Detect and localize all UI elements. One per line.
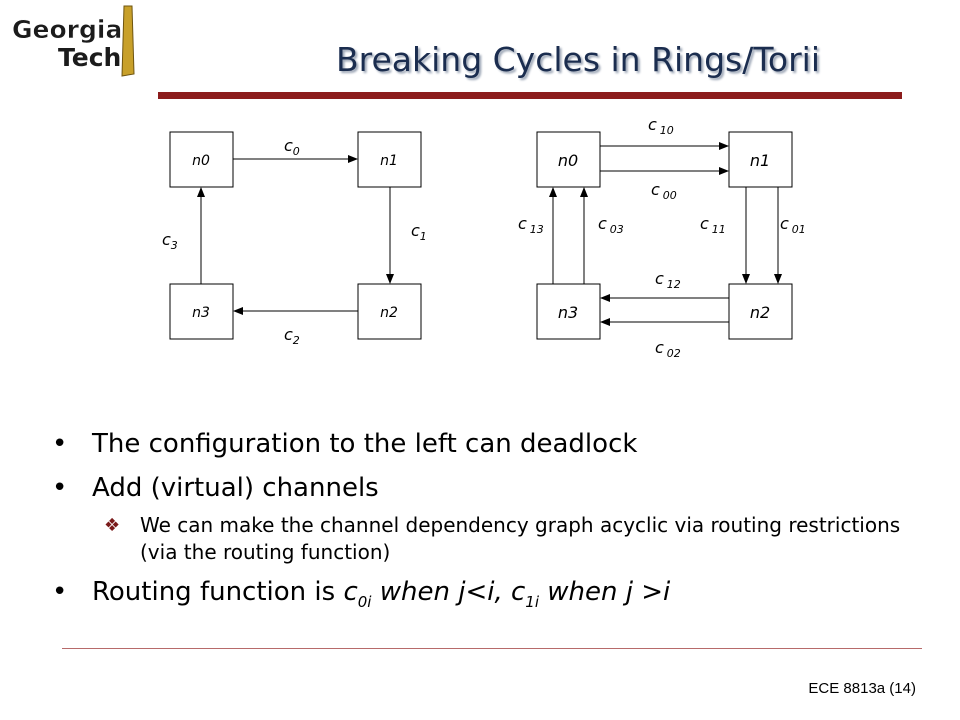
title-rule: [158, 92, 902, 99]
footer-rule: [62, 648, 922, 649]
right-node-n3: [536, 283, 601, 340]
routing-sub-a: 0i: [357, 593, 372, 611]
left-node-n1: [357, 131, 422, 188]
right-node-n1: [728, 131, 793, 188]
sub-bullet-text: We can make the channel dependency graph…: [140, 513, 901, 564]
bullet-text: Add (virtual) channels: [92, 473, 379, 503]
georgia-tech-logo: Georgia Tech: [12, 5, 135, 77]
bullet-dot-icon: •: [52, 473, 68, 503]
routing-mid-b: when j >i: [539, 577, 671, 607]
left-channel-c3-label: c3: [162, 230, 178, 252]
bullet-text: The configuration to the left can deadlo…: [92, 429, 638, 459]
routing-mid-a: when j<i,: [371, 577, 511, 607]
sub-bullet-acyclic: ❖ We can make the channel dependency gra…: [48, 512, 928, 566]
diamond-bullet-icon: ❖: [104, 515, 121, 536]
left-node-n2-label: n2: [380, 305, 398, 321]
bullet-item-deadlock: • The configuration to the left can dead…: [48, 422, 928, 466]
left-node-n1-label: n1: [380, 153, 398, 169]
bullet-dot-icon: •: [52, 429, 68, 459]
right-node-n3-label: n3: [558, 303, 578, 322]
left-channel-c1-label: c1: [411, 221, 427, 243]
left-node-n3-label: n3: [192, 305, 210, 321]
bullet-item-virtual-channels: • Add (virtual) channels: [48, 466, 928, 510]
routing-sub-b: 1i: [525, 593, 540, 611]
right-node-n1-label: n1: [750, 151, 770, 170]
right-node-n2-label: n2: [750, 303, 770, 322]
logo-gold-bar: [121, 5, 135, 77]
logo-line2: Tech: [58, 43, 121, 72]
right-node-n2: [728, 283, 793, 340]
bullet-list: • The configuration to the left can dead…: [48, 422, 928, 624]
bullet-dot-icon: •: [52, 577, 68, 607]
logo-line1: Georgia: [12, 15, 122, 44]
left-ring-diagram: n0 n1 n3 n2 c0 c1 c2 c3: [162, 131, 427, 347]
routing-c-b: c: [511, 577, 526, 607]
left-node-n2: [357, 283, 422, 340]
right-node-n0: [536, 131, 601, 188]
left-node-n0: [169, 131, 234, 188]
right-node-n0-label: n0: [558, 151, 578, 170]
left-channel-c0-label: c0: [284, 136, 300, 158]
page-title: Breaking Cycles in Rings/Torii: [336, 40, 820, 79]
routing-prefix: Routing function is: [92, 577, 344, 607]
left-channel-c2-label: c2: [284, 325, 300, 347]
slide-footer: ECE 8813a (14): [808, 680, 916, 697]
routing-c-a: c: [343, 577, 358, 607]
left-node-n0-label: n0: [192, 153, 210, 169]
bullet-item-routing-function: • Routing function is c0i when j<i, c1i …: [48, 570, 928, 624]
